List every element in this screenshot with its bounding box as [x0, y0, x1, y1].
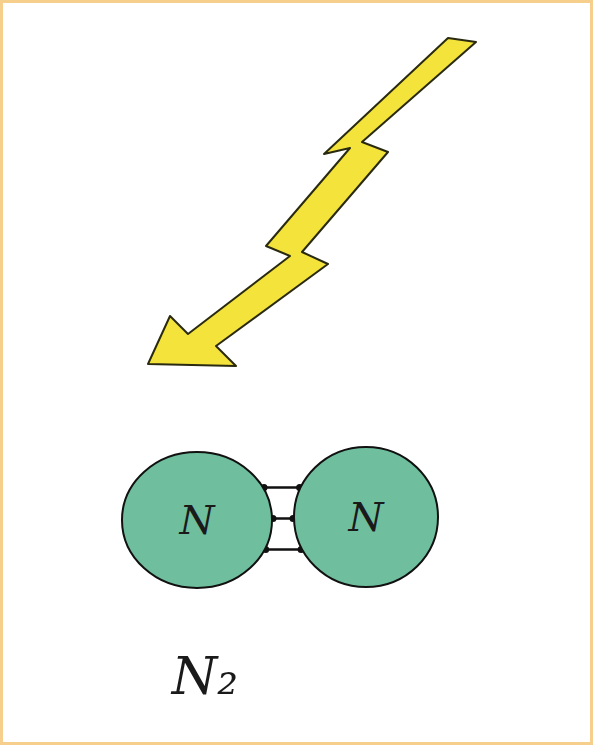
atom-circle: N: [293, 446, 439, 588]
lightning-bolt: [148, 38, 476, 366]
atom-circle: N: [121, 451, 273, 589]
molecule-formula: N₂: [172, 650, 238, 702]
atom-symbol: N: [349, 497, 384, 537]
atom-symbol: N: [180, 500, 215, 540]
